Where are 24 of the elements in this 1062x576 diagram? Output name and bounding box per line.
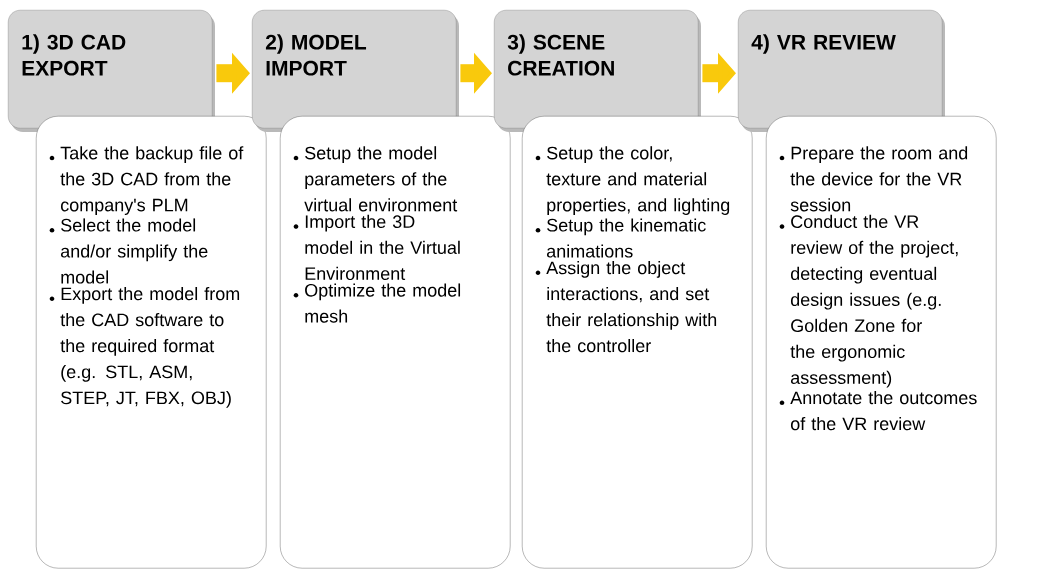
step-header xyxy=(494,10,701,132)
bullet-text: Import the 3D model in the Virtual Environment xyxy=(305,214,460,281)
bullet-text: Setup the kinematic animations xyxy=(547,218,706,258)
header-title: 3) SCENE CREATION xyxy=(507,34,614,76)
header-title: 1) 3D CAD EXPORT xyxy=(22,34,126,76)
bullet-text: Prepare the room and the device for the VR session xyxy=(790,146,968,212)
step-header xyxy=(738,10,945,132)
bullet-text: Take the backup file of the 3D CAD from the company's PLM xyxy=(60,146,244,215)
step-header xyxy=(8,10,215,132)
bullet-text: Optimize the model mesh xyxy=(305,283,461,323)
bullet-text: Setup the model parameters of the virtual environment xyxy=(304,146,458,212)
bullet-text: Export the model from the CAD software to the required format (e.g. STL, ASM, STEP, JT, FBX, OBJ) xyxy=(60,287,240,408)
header-title: 4) VR REVIEW xyxy=(751,34,896,54)
bullet-text: Assign the object interactions, and set their relationship with the controller xyxy=(546,261,717,353)
bullet-text: Conduct the VR review of the project, detecting eventual design issues (e.g. Golden Zone for the ergonomic assessment) xyxy=(790,214,958,388)
step-card xyxy=(766,116,997,569)
header-title: 2) MODEL IMPORT xyxy=(265,34,367,76)
bullet-text: Select the model and/or simplify the model xyxy=(60,218,208,284)
step-card xyxy=(280,116,511,569)
step-card xyxy=(36,116,267,569)
bullet-text: Setup the color, texture and material properties, and lighting xyxy=(546,146,730,215)
step-header xyxy=(252,10,459,132)
step-card xyxy=(522,116,753,569)
bullet-text: Annotate the outcomes of the VR review xyxy=(790,391,977,431)
